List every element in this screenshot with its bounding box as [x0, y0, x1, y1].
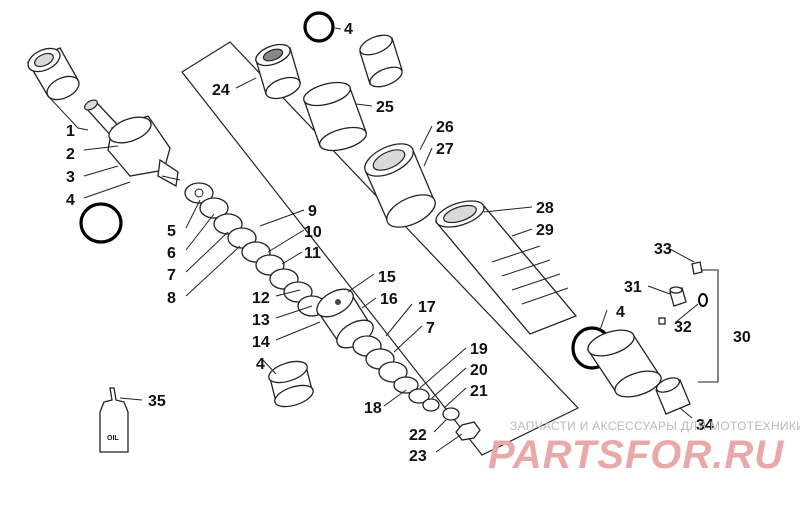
callout-20: 20: [470, 362, 488, 379]
callout-4b: 4: [344, 21, 353, 38]
callout-18: 18: [364, 400, 382, 417]
part-end-cap: [586, 329, 662, 398]
watermark: ЗАПЧАСТИ И АКСЕССУАРЫ ДЛЯ МОТОТЕХНИКИ PA…: [488, 419, 800, 477]
callout-13: 13: [252, 312, 270, 329]
callout-24: 24: [212, 82, 230, 99]
callout-27: 27: [436, 141, 454, 158]
part-wear-band-lower: [268, 360, 314, 408]
callout-3: 3: [66, 169, 75, 186]
callout-2: 2: [66, 146, 75, 163]
o-ring-2: [79, 202, 123, 244]
callout-6: 6: [167, 245, 176, 262]
part-shock-body: [434, 200, 578, 335]
part-preload-collar: [364, 143, 436, 228]
callout-7a: 7: [167, 267, 176, 284]
callout-21: 21: [470, 383, 488, 400]
callout-4a: 4: [66, 192, 75, 209]
callout-14: 14: [252, 334, 270, 351]
part-valve: [658, 261, 708, 325]
callout-5: 5: [167, 223, 176, 240]
leader-lines: [47, 27, 699, 453]
part-washer-stack-upper: [184, 182, 327, 317]
callout-8: 8: [167, 290, 176, 307]
callout-35: 35: [148, 393, 166, 410]
watermark-tagline: ЗАПЧАСТИ И АКСЕССУАРЫ ДЛЯ МОТОТЕХНИКИ: [510, 419, 800, 433]
part-end-bushing: [655, 377, 691, 415]
o-ring-1: [303, 11, 335, 43]
callout-26: 26: [436, 119, 454, 136]
part-seal-head: [255, 43, 301, 100]
part-body-end: [107, 115, 181, 188]
oil-bottle-label: OIL: [107, 435, 119, 442]
callout-9: 9: [308, 203, 317, 220]
watermark-logo: PARTSFOR.RU: [488, 433, 784, 477]
callout-labels: 1 2 3 4 4 4 4 5 6 7 7 8 9 10 11 12 13 14…: [66, 21, 751, 465]
callout-19: 19: [470, 341, 488, 358]
callout-25: 25: [376, 99, 394, 116]
callout-4c: 4: [256, 356, 265, 373]
callout-16: 16: [380, 291, 398, 308]
callout-31: 31: [624, 279, 642, 296]
callout-7b: 7: [426, 320, 435, 337]
callout-28: 28: [536, 200, 554, 217]
callout-12: 12: [252, 290, 270, 307]
callout-15: 15: [378, 269, 396, 286]
callout-1: 1: [66, 123, 75, 140]
assembly-frame: [181, 41, 579, 456]
callout-29: 29: [536, 222, 554, 239]
callout-22: 22: [409, 427, 427, 444]
callout-32: 32: [674, 319, 692, 336]
callout-4d: 4: [616, 304, 625, 321]
part-oil-bottle: OIL: [99, 387, 129, 453]
callout-10: 10: [304, 224, 322, 241]
callout-33: 33: [654, 241, 672, 258]
part-eye-bushing: [27, 47, 80, 101]
part-wear-band-top: [359, 34, 403, 88]
part-washer-stack-lower: [352, 335, 481, 441]
callout-17: 17: [418, 299, 436, 316]
callout-34: 34: [696, 417, 714, 434]
callout-11: 11: [304, 245, 321, 262]
part-sleeve: [303, 81, 367, 152]
group-30-bracket: [695, 269, 719, 383]
callout-23: 23: [409, 448, 427, 465]
callout-30: 30: [733, 329, 751, 346]
